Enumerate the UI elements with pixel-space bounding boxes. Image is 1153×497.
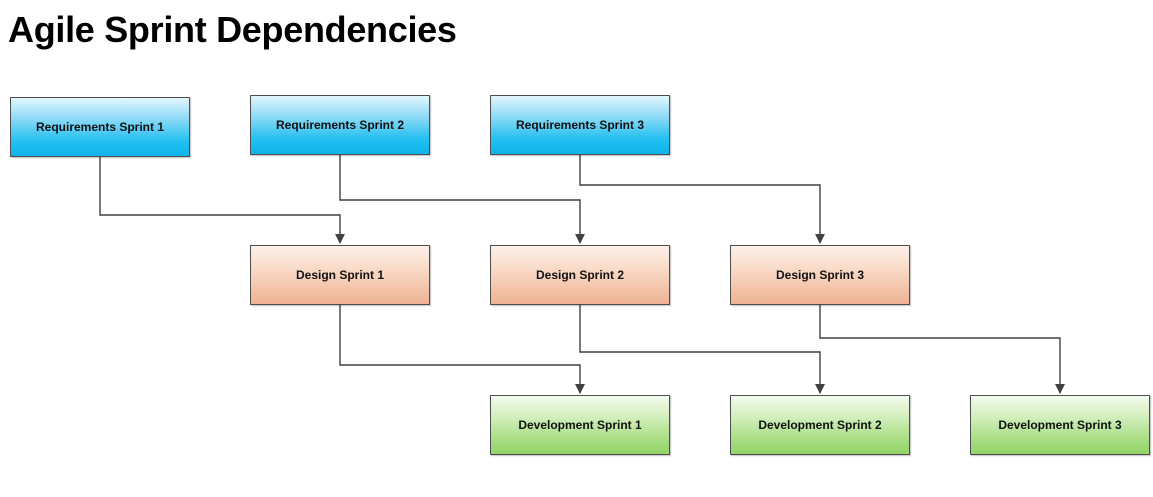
connector-design3-dev3 bbox=[819, 305, 1065, 394]
requirements-sprint-1-node: Requirements Sprint 1 bbox=[10, 97, 190, 157]
node-label: Requirements Sprint 3 bbox=[515, 118, 645, 132]
node-label: Design Sprint 1 bbox=[295, 268, 384, 282]
development-sprint-2-node: Development Sprint 2 bbox=[730, 395, 910, 455]
connector-req3-design3 bbox=[579, 155, 825, 244]
design-sprint-3-node: Design Sprint 3 bbox=[730, 245, 910, 305]
node-label: Development Sprint 2 bbox=[758, 418, 882, 432]
requirements-sprint-3-node: Requirements Sprint 3 bbox=[490, 95, 670, 155]
connector-req2-design2 bbox=[339, 155, 585, 244]
connector-req1-design1 bbox=[99, 157, 345, 244]
node-label: Design Sprint 3 bbox=[775, 268, 864, 282]
connector-design2-dev2 bbox=[579, 305, 825, 394]
design-sprint-1-node: Design Sprint 1 bbox=[250, 245, 430, 305]
node-label: Requirements Sprint 2 bbox=[275, 118, 405, 132]
node-label: Requirements Sprint 1 bbox=[35, 120, 165, 134]
development-sprint-3-node: Development Sprint 3 bbox=[970, 395, 1150, 455]
development-sprint-1-node: Development Sprint 1 bbox=[490, 395, 670, 455]
page-title: Agile Sprint Dependencies bbox=[8, 9, 457, 50]
node-label: Development Sprint 3 bbox=[998, 418, 1122, 432]
requirements-sprint-2-node: Requirements Sprint 2 bbox=[250, 95, 430, 155]
node-label: Development Sprint 1 bbox=[518, 418, 642, 432]
design-sprint-2-node: Design Sprint 2 bbox=[490, 245, 670, 305]
connector-design1-dev1 bbox=[339, 305, 585, 394]
node-label: Design Sprint 2 bbox=[535, 268, 624, 282]
